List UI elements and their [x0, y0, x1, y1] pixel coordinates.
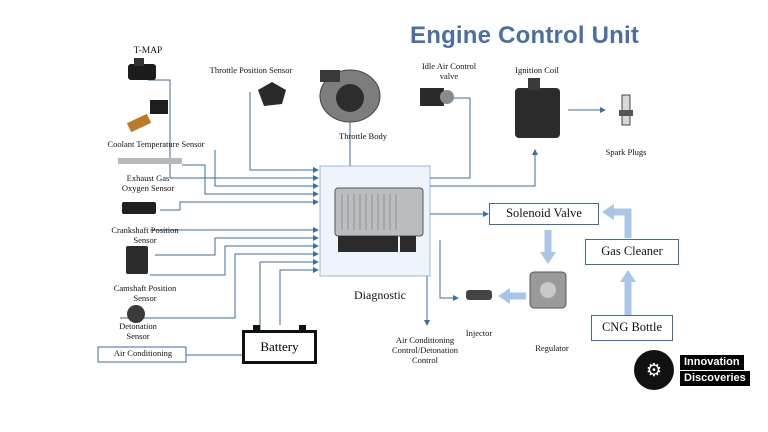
solenoid-valve-box: Solenoid Valve — [489, 203, 599, 225]
coolant-temperature-sensor-label: Coolant Temperature Sensor — [107, 139, 205, 149]
ecu-module-image — [334, 187, 424, 252]
idle-air-control-valve-image — [420, 88, 454, 106]
throttle-body-label: Throttle Body — [339, 131, 387, 141]
diagnostic-label: Diagnostic — [354, 288, 406, 302]
crankshaft-position-sensor-label: Crankshaft Position Sensor — [111, 225, 179, 245]
tmap-label: T-MAP — [133, 46, 163, 56]
logo-line-2: Discoveries — [680, 371, 750, 386]
camshaft-sensor-image — [126, 246, 148, 274]
battery-terminal-left — [253, 325, 260, 331]
oxygen-sensor-image — [118, 158, 182, 164]
gear-fist-icon: ⚙ — [634, 350, 674, 390]
throttle-body-image — [319, 69, 381, 123]
regulator-image — [529, 271, 567, 309]
gas-flow-arrows — [498, 204, 636, 315]
crankshaft-sensor-image — [122, 202, 156, 214]
detonation-sensor-label: Detonation Sensor — [119, 321, 157, 341]
air-conditioning-box — [97, 346, 187, 363]
logo-line-1: Innovation — [680, 355, 744, 370]
spark-plugs-label: Spark Plugs — [605, 147, 647, 157]
tmap-sensor-image — [128, 58, 156, 80]
innovation-discoveries-logo: ⚙ Innovation Discoveries — [634, 350, 762, 390]
idle-air-control-valve-label: Idle Air Control valve — [421, 61, 477, 81]
gas-cleaner-box: Gas Cleaner — [585, 239, 679, 265]
injector-image — [466, 290, 492, 300]
spark-plug-image — [619, 94, 633, 126]
camshaft-position-sensor-label: Camshaft Position Sensor — [113, 283, 177, 303]
battery-terminal-right — [299, 325, 306, 331]
ignition-coil-image — [515, 78, 560, 138]
exhaust-gas-oxygen-sensor-label: Exhaust Gas Oxygen Sensor — [121, 173, 175, 193]
injector-label: Injector — [465, 328, 493, 338]
coolant-sensor-image — [126, 100, 168, 133]
cng-bottle-box: CNG Bottle — [591, 315, 673, 341]
diagram-title: Engine Control Unit — [410, 22, 640, 49]
detonation-sensor-image — [127, 305, 145, 323]
throttle-position-sensor-image — [258, 82, 286, 106]
battery-box: Battery — [242, 325, 317, 364]
sensor-input-lines — [120, 79, 351, 356]
battery-label: Battery — [260, 339, 299, 354]
ac-detonation-control-label: Air Conditioning Control/Detonation Cont… — [391, 335, 459, 365]
regulator-label: Regulator — [535, 343, 569, 353]
air-conditioning-label: Air Conditioning — [113, 348, 173, 358]
ignition-coil-label: Ignition Coil — [515, 65, 559, 75]
throttle-position-sensor-label: Throttle Position Sensor — [209, 65, 293, 75]
ecu-output-lines — [424, 95, 606, 326]
